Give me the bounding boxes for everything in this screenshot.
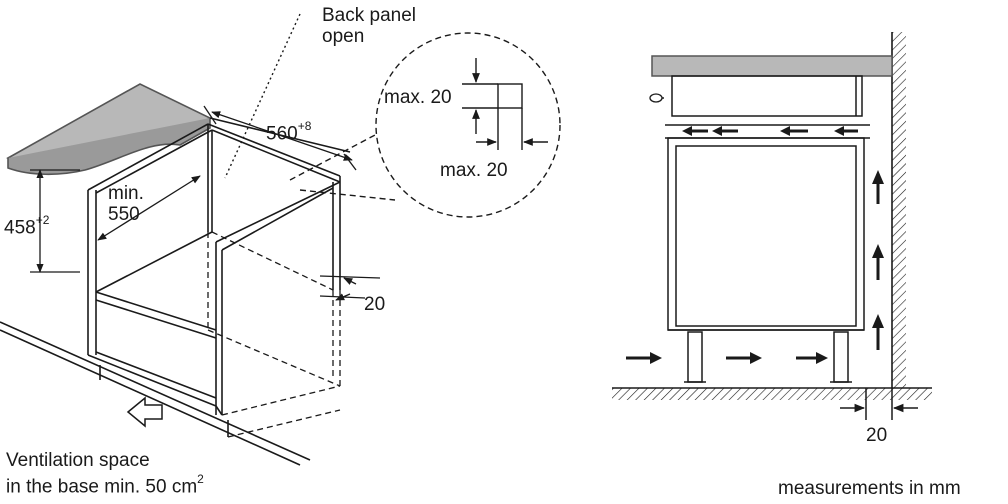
airflow-arrow-icon <box>780 126 808 136</box>
gap-square <box>497 83 523 109</box>
countertop-side <box>651 55 893 77</box>
airflow-arrow-icon <box>626 352 662 364</box>
height-dimension-label: 458+2 <box>4 213 50 239</box>
floor <box>612 388 932 400</box>
airflow-arrow-icon <box>712 126 738 136</box>
airflow-arrow-icon <box>872 244 884 280</box>
detail-bottom-label: max. 20 <box>440 160 508 181</box>
back-panel-label: Back panel open <box>322 5 417 47</box>
airflow-in-arrow-icon <box>126 396 163 428</box>
airflow-arrow-icon <box>872 170 884 204</box>
detail-top-label: max. 20 <box>384 87 452 108</box>
airflow-arrow-icon <box>726 352 762 364</box>
ventilation-label: Ventilation space in the base min. 50 cm… <box>6 450 204 498</box>
right-cabinet-diagram <box>612 32 932 420</box>
hidden-lines <box>207 231 341 438</box>
dimension-lines-left <box>30 105 381 301</box>
airflow-arrows <box>626 126 884 364</box>
side-gap-label: 20 <box>364 294 386 315</box>
wall-gap-label: 20 <box>866 425 888 446</box>
airflow-arrow-icon <box>796 352 828 364</box>
airflow-arrow-icon <box>834 126 858 136</box>
width-dimension-label: 560+8 <box>266 119 312 145</box>
wall <box>892 32 906 388</box>
detail-callout-circle <box>375 32 561 218</box>
units-note: measurements in mm <box>778 478 961 499</box>
depth-dimension-label: min. 550 <box>108 183 144 225</box>
airflow-arrow-icon <box>872 314 884 350</box>
airflow-arrow-icon <box>682 126 708 136</box>
gap-detail <box>462 58 548 150</box>
